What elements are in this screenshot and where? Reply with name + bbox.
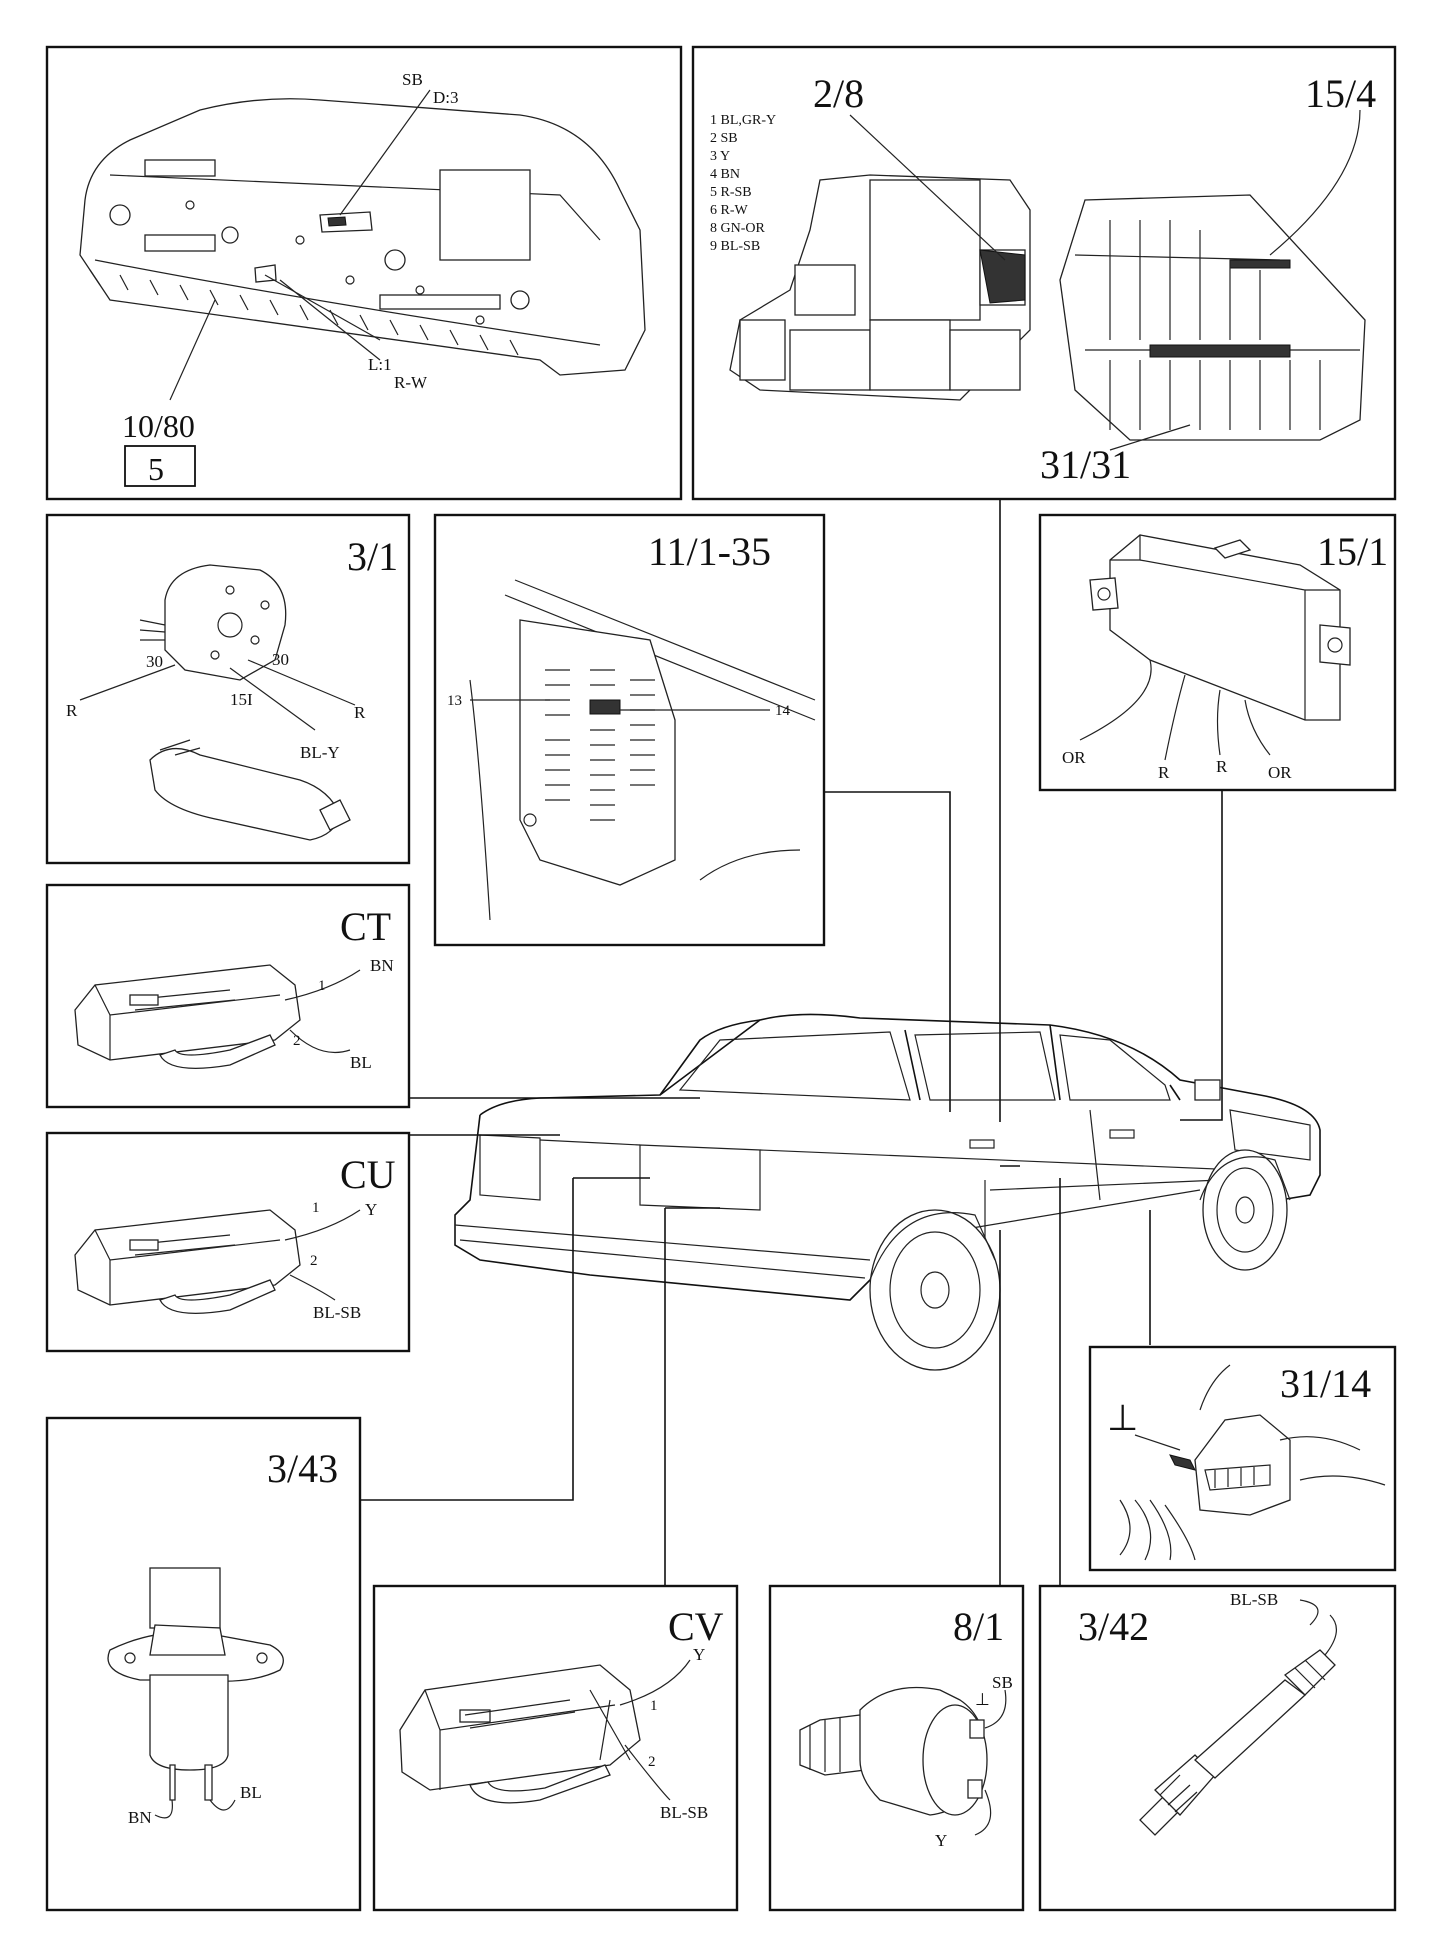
cu-callout-1: 1: [312, 1200, 320, 1216]
car-icon: [454, 1013, 1321, 1371]
panel-fuse-box: 13 14 11/1-35: [433, 513, 826, 947]
panel-temperature-sensor: BL-SB 3/42: [1038, 1584, 1397, 1912]
pressure-switch-icon: [107, 1567, 284, 1801]
panel-label-8-1: 8/1: [953, 1604, 1004, 1649]
control-module-icon: [1089, 534, 1351, 721]
cv-callout-2: 2: [648, 1754, 656, 1770]
cu-callout-y: Y: [365, 1200, 377, 1219]
instrument-cluster-icon: [79, 98, 646, 376]
panel-label-3-1: 3/1: [347, 534, 398, 579]
connector-icon: [399, 1664, 641, 1804]
relay-legend-9: 9 BL-SB: [710, 239, 760, 254]
ignition-callout-30-right: 30: [272, 650, 289, 669]
page-box: [124, 445, 196, 487]
module-callout-or-left: OR: [1062, 748, 1086, 767]
panel-label-15-4: 15/4: [1305, 71, 1376, 116]
relay-legend-8: 8 GN-OR: [710, 221, 765, 236]
panel-label-ct: CT: [340, 904, 391, 949]
panel-label-3-42: 3/42: [1078, 1604, 1149, 1649]
ignition-callout-bl-y: BL-Y: [300, 743, 340, 762]
sender81-callout-ground: ⊥: [975, 1690, 990, 1709]
panel-label-3-43: 3/43: [267, 1446, 338, 1491]
panel-ignition-switch: 30 30 15I R R BL-Y 3/1: [45, 513, 411, 865]
cv-callout-y: Y: [693, 1645, 705, 1664]
panel-connector-cv: Y 1 2 BL-SB CV: [372, 1584, 739, 1912]
module-callout-or-right: OR: [1268, 763, 1292, 782]
ignition-callout-r-left: R: [66, 701, 78, 720]
panel-control-module: OR R R OR 15/1: [1038, 513, 1397, 792]
relay-block-icon: [729, 174, 1366, 441]
switch343-callout-bn: BN: [128, 1808, 152, 1827]
ignition-callout-30-left: 30: [146, 652, 163, 671]
ground-symbol: ⊥: [1107, 1398, 1138, 1438]
cv-callout-1: 1: [650, 1698, 658, 1714]
relay-legend-4: 4 BN: [710, 167, 740, 182]
instrument-callout-rw: R-W: [394, 373, 428, 392]
panel-pressure-switch: BN BL 3/43: [45, 1416, 362, 1912]
cu-callout-2: 2: [310, 1253, 318, 1269]
module-callout-r-right: R: [1216, 757, 1228, 776]
instrument-callout-l1: L:1: [368, 355, 392, 374]
panel-connector-ct: BN 1 2 BL CT: [45, 883, 411, 1109]
instrument-callout-d3: D:3: [433, 88, 459, 107]
panel-label-31-31: 31/31: [1040, 442, 1131, 487]
panel-relay-block: 1 BL,GR-Y 2 SB 3 Y 4 BN 5 R-SB 6 R-W 8 G…: [691, 45, 1397, 501]
fuse-callout-14: 14: [775, 703, 791, 719]
level-sender-icon: [799, 1686, 988, 1816]
relay-legend-6: 6 R-W: [710, 203, 749, 218]
panel-label-2-8: 2/8: [813, 71, 864, 116]
ct-callout-bl: BL: [350, 1053, 372, 1072]
switch343-callout-bl: BL: [240, 1783, 262, 1802]
relay-legend-2: 2 SB: [710, 131, 738, 146]
ignition-switch-icon: [139, 564, 351, 841]
panel-label-15-1: 15/1: [1317, 529, 1388, 574]
ct-callout-bn: BN: [370, 956, 394, 975]
panel-instrument-cluster: SB D:3 L:1 R-W 10/80 5: [45, 45, 683, 501]
cv-callout-bl-sb: BL-SB: [660, 1803, 708, 1822]
ground-point-icon: [1119, 1364, 1386, 1561]
panel-connector-cu: 1 Y 2 BL-SB CU: [45, 1131, 411, 1353]
ignition-callout-r-right: R: [354, 703, 366, 722]
fuse-callout-13: 13: [447, 693, 462, 709]
sender81-callout-y: Y: [935, 1831, 947, 1850]
connector-icon: [74, 1209, 301, 1314]
ct-callout-2: 2: [293, 1033, 301, 1049]
panel-label-cu: CU: [340, 1152, 396, 1197]
connector-icon: [74, 964, 301, 1069]
page-box-number: 5: [148, 451, 164, 487]
panel-label-cv: CV: [668, 1604, 724, 1649]
panel-level-sender: SB ⊥ Y 8/1: [768, 1584, 1025, 1912]
ignition-callout-15i: 15I: [230, 690, 253, 709]
relay-legend-3: 3 Y: [710, 149, 730, 164]
panel-ground-point: ⊥ 31/14: [1088, 1345, 1397, 1572]
instrument-callout-sb: SB: [402, 70, 423, 89]
wiring-leader-lines: [360, 498, 1223, 1586]
panel-label-11-1-35: 11/1-35: [648, 529, 771, 574]
module-callout-r-left: R: [1158, 763, 1170, 782]
panel-label-31-14: 31/14: [1280, 1361, 1371, 1406]
relay-legend-5: 5 R-SB: [710, 185, 752, 200]
panel-label-10-80: 10/80: [122, 408, 195, 444]
sensor342-callout-bl-sb: BL-SB: [1230, 1590, 1278, 1609]
fuse-box-icon: [469, 579, 816, 921]
temperature-sensor-icon: [1139, 1614, 1337, 1836]
relay-legend-1: 1 BL,GR-Y: [710, 113, 776, 128]
cu-callout-bl-sb: BL-SB: [313, 1303, 361, 1322]
ct-callout-1: 1: [318, 978, 326, 994]
sender81-callout-sb: SB: [992, 1673, 1013, 1692]
